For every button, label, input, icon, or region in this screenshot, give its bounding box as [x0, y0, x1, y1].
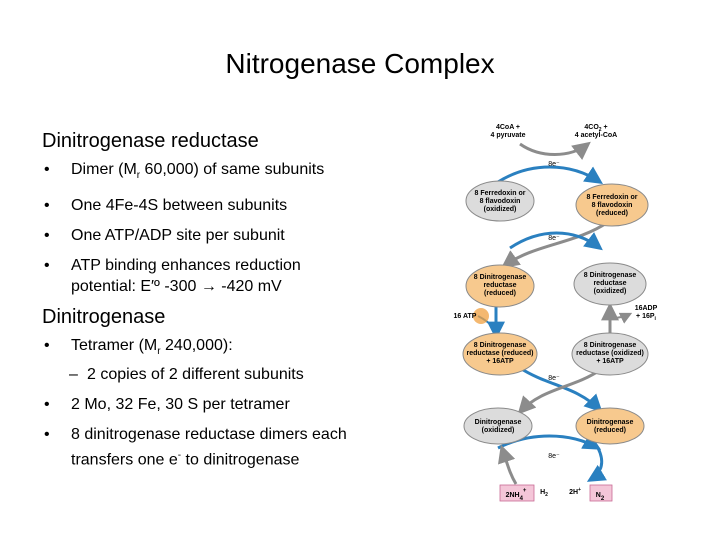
ammonium-product-box	[499, 484, 535, 502]
electron-label-4: 8e⁻	[548, 453, 560, 460]
bullet-electron-transfer: 8 dinitrogenase reductase dimers eachtra…	[42, 424, 462, 470]
output-products-l1: 4CO2 +	[584, 124, 607, 133]
adp-release-arrow	[611, 312, 633, 324]
reductase-reduced-l1: 8 Dinitrogenase	[474, 274, 527, 281]
nitrogen-substrate-box	[589, 484, 613, 502]
atp-highlight-dot	[473, 308, 489, 324]
dinitrogenase-oxidized-l1: Dinitrogenase	[475, 419, 522, 426]
electron-label-3: 8e⁻	[548, 375, 560, 382]
dinitrogenase-heading: Dinitrogenase	[42, 306, 166, 329]
ferredoxin-oxidized-l3: (oxidized)	[484, 206, 517, 213]
sub-bullet-subunits: 2 copies of 2 different subunits	[42, 364, 462, 385]
ferredoxin-reduced-l1: 8 Ferredoxin or	[587, 194, 638, 201]
dinitrogenase-reduced-l1: Dinitrogenase	[587, 419, 634, 426]
slide-body: Dinitrogenase reductase Dimer (Mr 60,000…	[42, 130, 462, 480]
reductase-reduced-atp-l2: reductase (reduced)	[467, 350, 534, 357]
arc-arrow-2	[497, 165, 603, 184]
ferredoxin-reduced-l2: 8 flavodoxin	[592, 202, 633, 209]
arc-arrow-4	[509, 231, 603, 251]
reductase-reduced-atp-l3: + 16ATP	[486, 358, 514, 365]
reductase-reduced-l2: reductase	[483, 282, 516, 289]
reductase-reduced-atp-oval	[462, 332, 538, 376]
reductase-oxidized-l2: reductase	[593, 280, 626, 287]
electron-label-1: 8e⁻	[548, 161, 560, 168]
reductase-oxidized-atp-oval	[571, 332, 649, 376]
reductase-heading: Dinitrogenase reductase	[42, 130, 259, 152]
reductase-oxidized-l3: (oxidized)	[594, 288, 627, 295]
arc-arrow-9	[498, 444, 518, 485]
hydrogen-byproduct: H2	[540, 489, 548, 498]
ferredoxin-reduced-oval	[575, 183, 649, 227]
dinitrogenase-reduced-oval	[575, 407, 645, 445]
ammonium-product: 2NH4+	[506, 488, 527, 502]
bullet-4fe4s: One 4Fe-4S between subunits	[42, 195, 462, 216]
dinitrogenase-oxidized-oval	[463, 407, 533, 445]
arc-arrow-6	[517, 368, 601, 415]
arc-arrow-8	[586, 447, 607, 482]
reductase-oxidized-atp-l3: + 16ATP	[596, 358, 624, 365]
adp-output-l1: 16ADP	[635, 305, 658, 312]
nitrogenase-pathway-diagram: 4CoA + 4 pyruvate 4CO2 + 4 acetyl-CoA 8e…	[454, 124, 658, 502]
ferredoxin-oxidized-l2: 8 flavodoxin	[480, 198, 521, 205]
ferredoxin-oxidized-l1: 8 Ferredoxin or	[475, 190, 526, 197]
arc-arrow-3	[501, 220, 609, 269]
slide-title: Nitrogenase Complex	[225, 48, 495, 79]
dinitrogenase-oxidized-l2: (oxidized)	[482, 427, 515, 434]
reductase-reduced-atp-l1: 8 Dinitrogenase	[474, 342, 527, 349]
input-cosubstrate-l1: 4CoA +	[496, 124, 520, 131]
adp-output-l2: + 16Pi	[636, 313, 657, 322]
reductase-reduced-l3: (reduced)	[484, 290, 516, 297]
proton-input: 2H+	[569, 487, 581, 496]
input-cosubstrate-l2: 4 pyruvate	[490, 132, 525, 139]
bullet-tetramer: Tetramer (Mr 240,000):	[42, 335, 462, 362]
dinitrogenase-reduced-l2: (reduced)	[594, 427, 626, 434]
nitrogen-substrate: N2	[596, 492, 605, 502]
atp-input-label: 16 ATP	[454, 313, 477, 320]
reductase-reduced-oval	[465, 264, 535, 308]
output-products-l2: 4 acetyl-CoA	[575, 132, 617, 139]
bullet-atp-site: One ATP/ADP site per subunit	[42, 225, 462, 246]
reductase-oxidized-oval	[573, 262, 647, 306]
electron-label-2: 8e⁻	[548, 235, 560, 242]
bullet-atp-binding: ATP binding enhances reductionpotential:…	[42, 255, 462, 297]
reductase-oxidized-atp-l1: 8 Dinitrogenase	[584, 342, 637, 349]
ferredoxin-oxidized-oval	[465, 180, 535, 222]
reductase-oxidized-atp-l2: reductase (oxidized)	[576, 350, 644, 357]
arc-arrow-1	[519, 141, 591, 160]
bullet-dimer: Dimer (Mr 60,000) of same subunits	[42, 159, 462, 186]
bullet-mo-fe-s: 2 Mo, 32 Fe, 30 S per tetramer	[42, 394, 462, 415]
ferredoxin-reduced-l3: (reduced)	[596, 210, 628, 217]
reductase-oxidized-l1: 8 Dinitrogenase	[584, 272, 637, 279]
